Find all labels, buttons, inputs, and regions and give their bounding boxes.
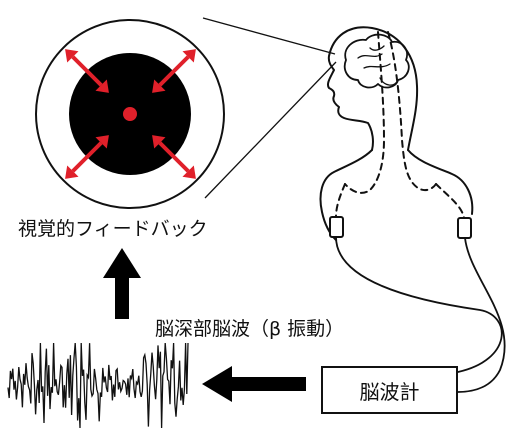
arrow-left-icon (202, 366, 306, 402)
electrode-lead-right (387, 31, 437, 192)
expand-arrow-icon-ne (152, 49, 196, 93)
arrow-up-icon (103, 248, 141, 319)
zoom-line-top (202, 17, 336, 55)
zoom-line-bottom (204, 61, 337, 199)
feedback-display (35, 19, 225, 209)
eeg-caption: 脳深部脳波（β 振動） (155, 318, 345, 340)
electrode-lead-left (344, 31, 385, 194)
center-dot (123, 107, 137, 121)
eeg-meter-box: 脳波計 (321, 366, 458, 414)
eeg-meter-label: 脳波計 (359, 379, 420, 404)
expand-arrow-icon-nw (65, 49, 109, 93)
stimulator-left (329, 216, 344, 238)
cable-right (457, 237, 506, 393)
brain-outline (343, 33, 410, 89)
cable-left (335, 236, 503, 373)
patient-figure-icon (319, 26, 506, 393)
visual-feedback-label: 視覚的フィードバック (18, 218, 208, 240)
expand-arrow-icon-se (152, 135, 196, 179)
torso-outline (319, 149, 373, 241)
eeg-waveform (7, 342, 189, 429)
stimulator-right (457, 217, 472, 239)
expand-arrow-icon-sw (65, 135, 109, 179)
